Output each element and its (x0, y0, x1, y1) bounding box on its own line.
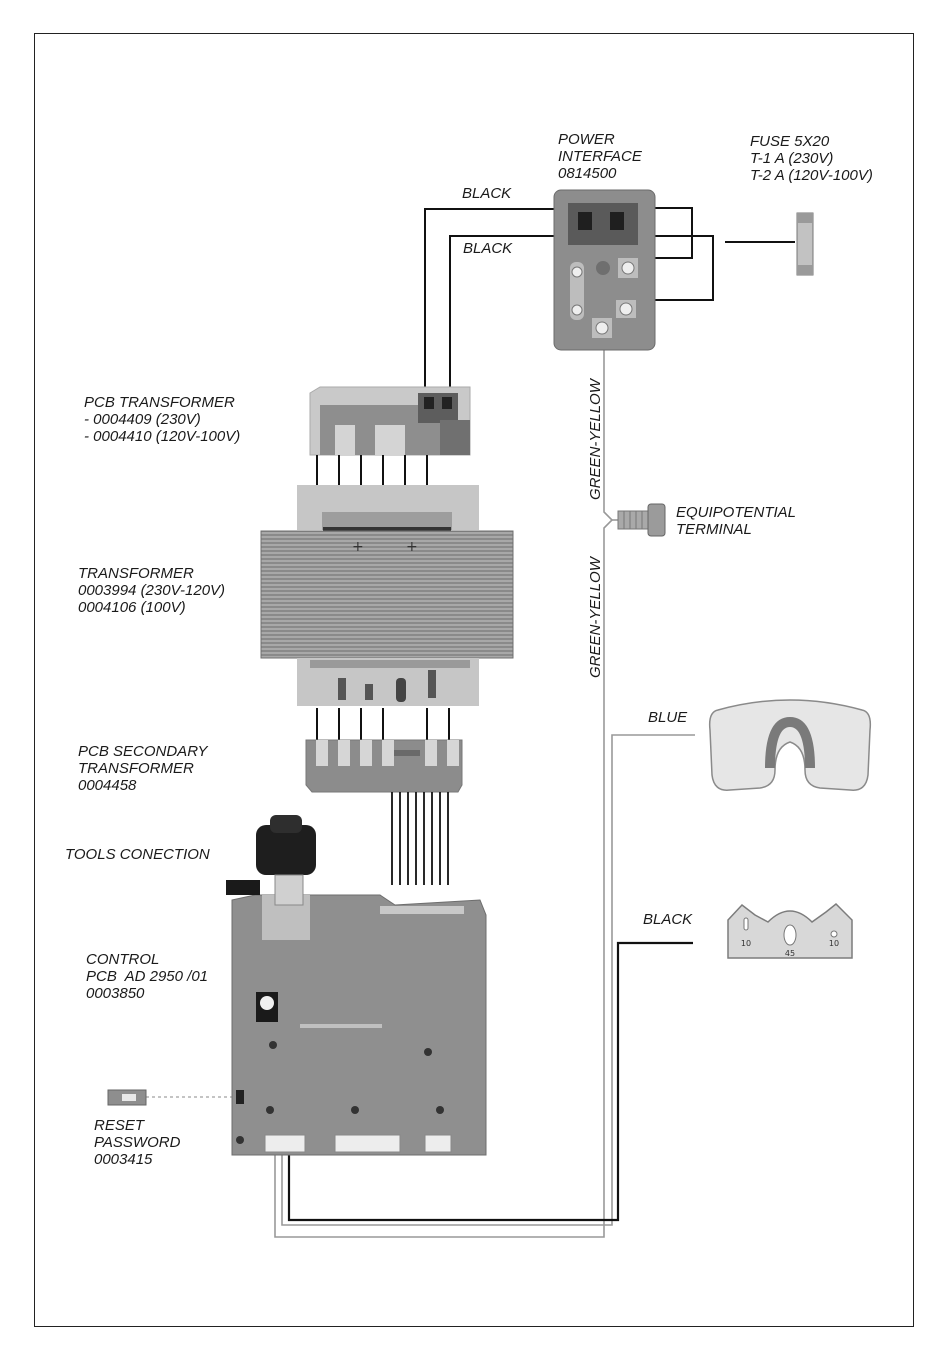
reset-password-jumper (107, 1089, 147, 1106)
equipotential-terminal-label: EQUIPOTENTIAL TERMINAL (676, 504, 797, 538)
control-pcb-label: CONTROL PCB AD 2950 /01 0003850 (86, 951, 209, 1002)
pcb-secondary-transformer-label: PCB SECONDARY TRANSFORMER 0004458 (78, 743, 208, 794)
fuse-label: FUSE 5X20 T-1 A (230V) T-2 A (120V-100V) (750, 133, 873, 184)
power-interface-label: POWER INTERFACE 0814500 (558, 131, 642, 182)
blade-holder-part (708, 699, 872, 791)
black-wire-pcb-to-interface-2 (449, 235, 555, 388)
power-interface-module (553, 189, 656, 351)
transformer-component: + + (260, 485, 514, 740)
blade-part: 10 45 10 (727, 902, 853, 959)
fuse-component (796, 212, 814, 276)
reset-password-label: RESET PASSWORD 0003415 (94, 1117, 181, 1168)
green-yellow-label-upper: GREEN-YELLOW (587, 379, 604, 500)
pcb-secondary-transformer-board (305, 739, 463, 885)
pcb-transformer-board (309, 386, 471, 485)
equipotential-terminal-screw (617, 503, 666, 537)
black-wire-pcb-to-interface-1 (424, 208, 555, 388)
tools-connection-label: TOOLS CONECTION (65, 846, 210, 863)
svg-text:+: + (352, 539, 364, 555)
green-yellow-label-lower: GREEN-YELLOW (587, 557, 604, 678)
pcb-transformer-label: PCB TRANSFORMER - 0004409 (230V) - 00044… (84, 394, 241, 445)
control-pcb-board (226, 815, 487, 1156)
black-wire-label-3: BLACK (643, 911, 693, 928)
blade-mark-center: 45 (785, 949, 795, 958)
black-wire-to-blade (287, 941, 693, 1222)
blue-wire-label: BLUE (648, 709, 688, 726)
blade-mark-left: 10 (741, 939, 751, 948)
fuse-wires (655, 207, 795, 301)
svg-text:+: + (406, 539, 418, 555)
black-wire-label-2: BLACK (463, 240, 513, 257)
page-frame (34, 33, 914, 1327)
blade-mark-right: 10 (829, 939, 839, 948)
blue-wire (281, 734, 695, 1226)
transformer-label: TRANSFORMER 0003994 (230V-120V) 0004106 … (78, 565, 226, 616)
black-wire-label-1: BLACK (462, 185, 512, 202)
